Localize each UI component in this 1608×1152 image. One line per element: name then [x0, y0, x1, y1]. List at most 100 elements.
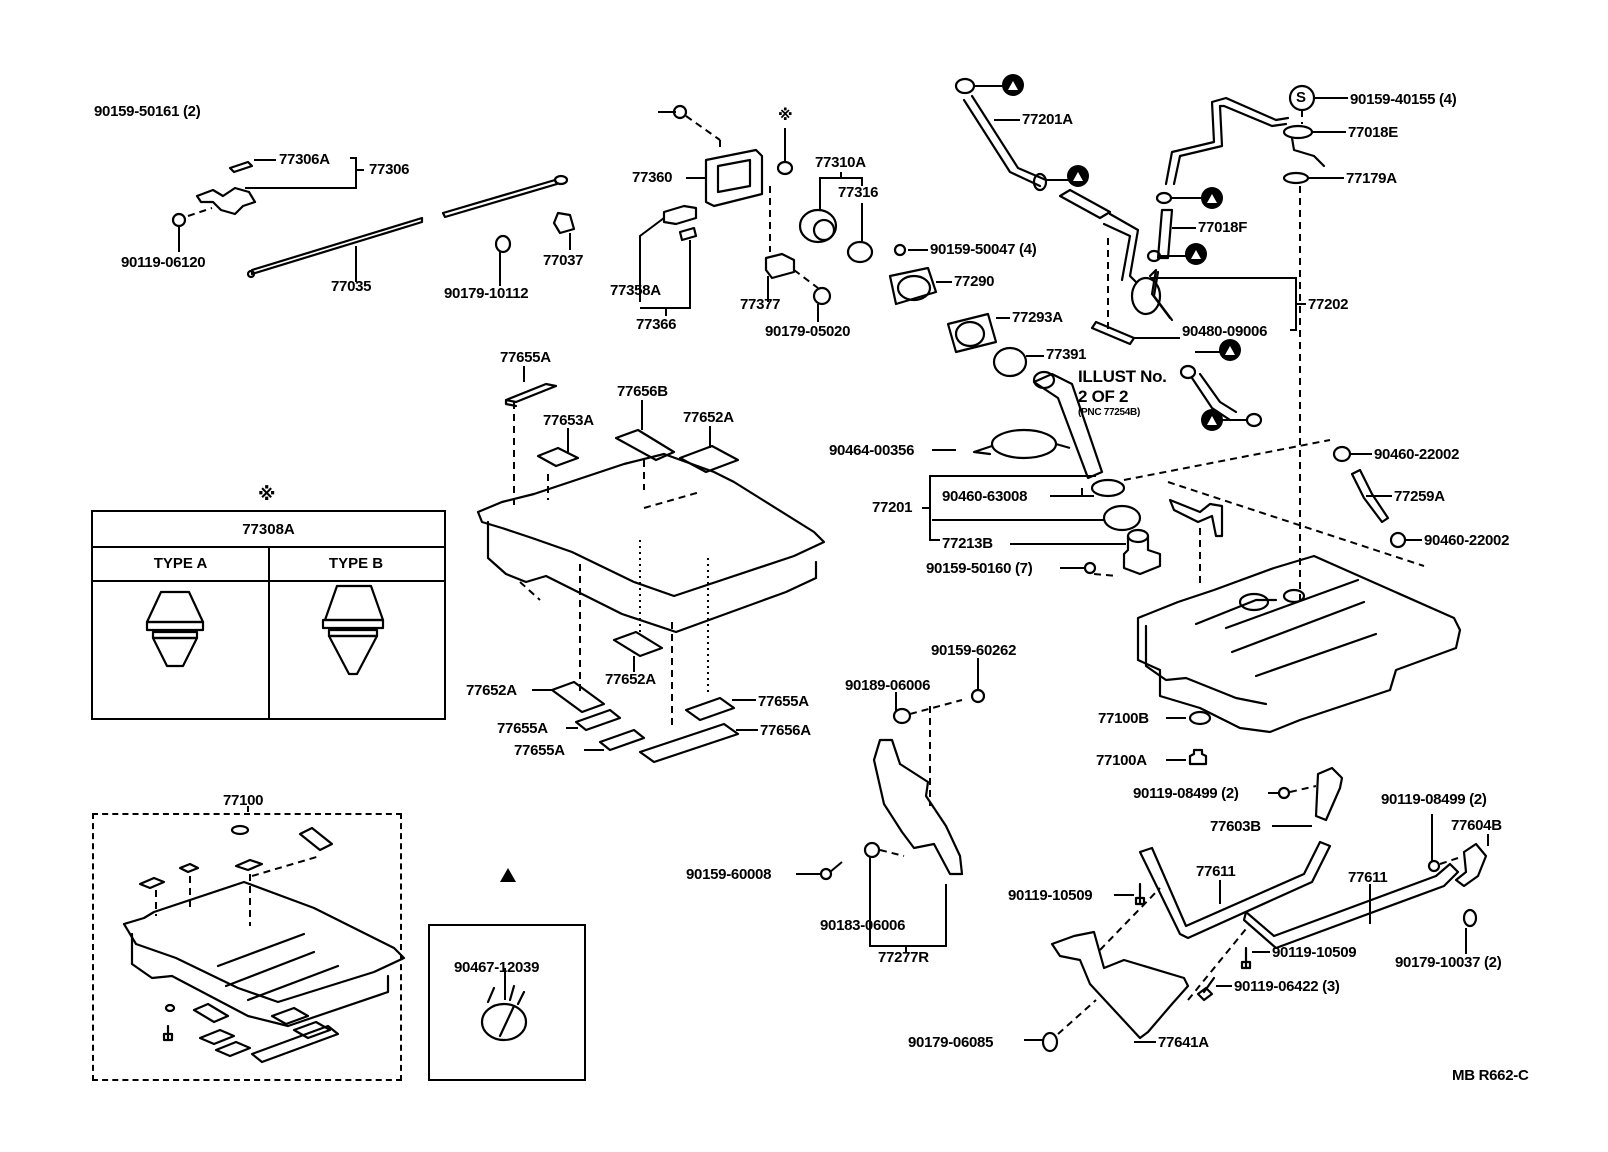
part-77652A-pad-left	[532, 680, 606, 714]
label-77652A-mid: 77652A	[605, 671, 656, 688]
type-table-col-a-header: TYPE A	[93, 546, 270, 582]
label-90159-60262: 90159-60262	[931, 642, 1017, 659]
label-90119-08499-b: 90119-08499 (2)	[1381, 791, 1487, 808]
label-90159-50160: 90159-50160 (7)	[926, 560, 1033, 577]
part-77604B-bracket	[1427, 814, 1489, 888]
label-90159-40155: 90159-40155 (4)	[1350, 91, 1457, 108]
label-90179-10037: 90179-10037 (2)	[1395, 954, 1502, 971]
label-77310A: 77310A	[815, 154, 866, 171]
label-90119-06120: 90119-06120	[121, 254, 206, 271]
part-77100B-grommet	[1166, 710, 1212, 726]
label-90179-10112: 90179-10112	[444, 285, 529, 302]
label-77656A: 77656A	[760, 722, 811, 739]
label-77655A-l2: 77655A	[514, 742, 565, 759]
part-77611-strap-a	[1138, 840, 1332, 940]
label-90119-08499-a: 90119-08499 (2)	[1133, 785, 1239, 802]
type-table-art	[145, 584, 385, 676]
type-table-divider	[268, 580, 270, 718]
part-vent-tube	[1058, 188, 1180, 346]
part-77377-bracket	[764, 252, 832, 322]
part-77306A-spring	[228, 159, 276, 174]
label-77316: 77316	[838, 184, 879, 201]
label-77604B: 77604B	[1451, 817, 1502, 834]
part-center-tank	[476, 402, 826, 728]
part-77213B-pump	[1010, 528, 1162, 576]
part-77653A-pad	[536, 428, 580, 468]
part-77656B-pad	[614, 400, 676, 462]
label-77652A-top: 77652A	[683, 409, 734, 426]
part-77018F-hose	[1146, 191, 1204, 263]
part-77201-filler-neck	[1032, 370, 1104, 500]
part-90119-06422-bolt	[1196, 976, 1232, 1002]
part-77641A-protector	[1050, 887, 1251, 1043]
label-77391: 77391	[1046, 346, 1087, 363]
label-90159-50047: 90159-50047 (4)	[930, 241, 1037, 258]
label-90159-60008: 90159-60008	[686, 866, 772, 883]
label-90119-06422: 90119-06422 (3)	[1234, 978, 1340, 995]
label-90467-12039: 90467-12039	[454, 959, 540, 976]
reference-code: MB R662-C	[1452, 1067, 1529, 1084]
type-table-header: 77308A	[93, 512, 444, 548]
part-fuel-tank-main	[1136, 554, 1462, 734]
part-77201-bracket	[922, 475, 1096, 541]
label-77100: 77100	[223, 792, 264, 809]
part-77358A-hinge	[639, 204, 698, 316]
label-90183-06006: 90183-06006	[820, 917, 906, 934]
part-asterisk-grommet	[776, 128, 794, 176]
part-90119-10509-bolt-a	[1114, 882, 1146, 906]
label-77377: 77377	[740, 296, 781, 313]
label-90464-00356: 90464-00356	[829, 442, 915, 459]
label-90460-22002-a: 90460-22002	[1374, 446, 1460, 463]
label-77655A-top: 77655A	[500, 349, 551, 366]
illust-note-line1: ILLUST No.	[1078, 367, 1167, 386]
label-77037: 77037	[543, 252, 584, 269]
part-90159-60262-screw	[970, 658, 986, 704]
part-77018E-clamp	[1282, 124, 1346, 168]
label-77366: 77366	[636, 316, 677, 333]
label-77259A: 77259A	[1394, 488, 1445, 505]
part-77316-gasket	[846, 203, 874, 264]
part-90464-00356-strap	[932, 428, 1071, 460]
label-77656B: 77656B	[617, 383, 668, 400]
part-filler-gasket	[932, 504, 1142, 532]
label-77641A: 77641A	[1158, 1034, 1209, 1051]
label-77179A: 77179A	[1346, 170, 1397, 187]
part-77202-breather-pipe	[1148, 96, 1306, 331]
part-77179A-grommet	[1282, 171, 1344, 600]
symbol-s-circle: S	[1296, 89, 1306, 106]
label-77655A-l1: 77655A	[497, 720, 548, 737]
part-77652A-pad-mid	[612, 630, 664, 672]
part-77259A-hose	[1332, 445, 1422, 549]
part-77655A-pad-right	[684, 696, 756, 722]
label-90159-50161: 90159-50161 (2)	[94, 103, 201, 120]
label-77611-a: 77611	[1196, 863, 1236, 880]
part-77360-housing	[686, 148, 771, 252]
label-77018F: 77018F	[1198, 219, 1248, 236]
label-77290: 77290	[954, 273, 995, 290]
label-77213B: 77213B	[942, 535, 993, 552]
type-a-clip-icon	[145, 590, 205, 668]
label-77653A: 77653A	[543, 412, 594, 429]
part-77655A-pad-top	[504, 366, 558, 408]
part-77293A-flange	[946, 312, 1010, 354]
part-77391-ring	[992, 346, 1044, 378]
part-90183-06006-nut	[863, 841, 905, 900]
part-90119-06120-bolt	[171, 207, 213, 252]
part-90119-10509-bolt-b	[1240, 946, 1270, 970]
illust-note-line3: (PNC 77254B)	[1078, 407, 1140, 418]
label-77201: 77201	[872, 499, 913, 516]
part-77656A-pad-long	[638, 722, 758, 764]
part-tank-bracket-assembly	[1123, 439, 1425, 584]
part-77277R-protector	[869, 706, 964, 952]
label-90189-06006: 90189-06006	[845, 677, 931, 694]
triangle-markers	[1002, 74, 1241, 431]
tank-assembly-77100-box	[92, 813, 402, 1081]
label-90179-05020: 90179-05020	[765, 323, 851, 340]
label-77611-b: 77611	[1348, 869, 1388, 886]
part-77652A-pad-top	[678, 426, 740, 474]
label-77655A-right: 77655A	[758, 693, 809, 710]
label-90119-10509-a: 90119-10509	[1008, 887, 1093, 904]
label-77202: 77202	[1308, 296, 1349, 313]
